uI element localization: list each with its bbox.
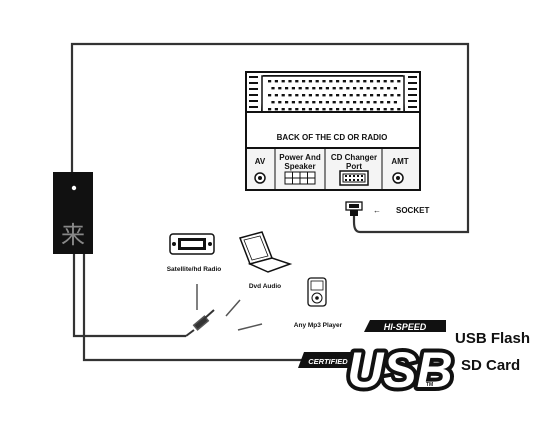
- head-unit: BACK OF THE CD OR RADIO AV Power And Spe…: [245, 71, 421, 191]
- satellite-label: Satellite/hd Radio: [167, 266, 222, 273]
- port-cd-changer: [339, 170, 369, 186]
- aux-plug: [185, 284, 263, 337]
- satellite-radio-icon: [169, 233, 215, 255]
- port-power-label-1: Power And: [279, 153, 321, 162]
- feature-sd-card: SD Card: [461, 357, 520, 374]
- usb-hispeed-text: HI-SPEED: [384, 322, 427, 332]
- socket-arrow: ←: [373, 206, 381, 215]
- port-cd-label-2: Port: [346, 162, 362, 171]
- usb-tm-text: TM: [426, 382, 433, 388]
- main-cable: [70, 42, 470, 362]
- usb-text: USB: [347, 342, 453, 398]
- head-unit-title: BACK OF THE CD OR RADIO: [277, 133, 388, 142]
- port-power: [284, 171, 316, 185]
- port-amt-label: AMT: [391, 157, 408, 166]
- port-power-label-2: Speaker: [284, 162, 315, 171]
- dvd-label: Dvd Audio: [249, 283, 281, 290]
- usb-certified-text: CERTIFIED: [308, 357, 348, 366]
- feature-usb-flash: USB Flash: [455, 330, 530, 347]
- socket-label: SOCKET: [396, 206, 429, 215]
- mp3-label: Any Mp3 Player: [294, 322, 343, 329]
- vent-holes: [249, 76, 417, 111]
- usb-certified-logo: HI-SPEED CERTIFIED USB TM: [298, 320, 457, 402]
- port-cd-label-1: CD Changer: [331, 153, 377, 162]
- mp3-player-icon: [307, 277, 327, 307]
- dvd-laptop-icon: [239, 231, 293, 273]
- adapter-box: 来: [53, 172, 93, 254]
- adapter-glyph: 来: [61, 221, 85, 249]
- socket-connector: [345, 201, 363, 216]
- port-av-label: AV: [255, 157, 266, 166]
